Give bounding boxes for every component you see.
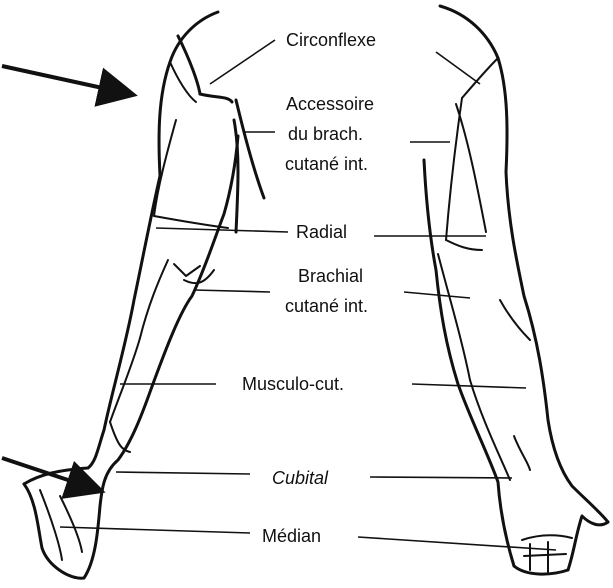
nerve-labels: Circonflexe Accessoire du brach. cutané … [242,30,376,546]
left-arm-detail [40,62,228,560]
leader-circonflexe-left [210,40,275,84]
label-cubital: Cubital [272,468,329,488]
leader-radial-left [156,228,288,232]
left-arm-outline [24,12,264,578]
label-accessoire-line1: Accessoire [286,94,374,114]
leader-cubital-right [370,477,512,478]
leader-circonflexe-right [436,52,480,84]
label-accessoire-line3: cutané int. [285,154,368,174]
right-arm-detail [438,58,572,572]
label-accessoire-line2: du brach. [288,124,363,144]
label-radial: Radial [296,222,347,242]
label-musculo: Musculo-cut. [242,374,344,394]
leader-brachial-left [194,290,270,292]
label-brachial-line2: cutané int. [285,296,368,316]
leader-brachial-right [404,292,470,298]
arrow-upper [2,66,130,94]
leader-musculo-right [412,384,526,388]
leader-cubital-left [116,472,250,474]
label-circonflexe: Circonflexe [286,30,376,50]
arrow-lower [2,458,98,490]
right-arm-outline [424,6,608,574]
label-brachial-line1: Brachial [298,266,363,286]
label-median: Médian [262,526,321,546]
leader-median-left [60,527,250,533]
